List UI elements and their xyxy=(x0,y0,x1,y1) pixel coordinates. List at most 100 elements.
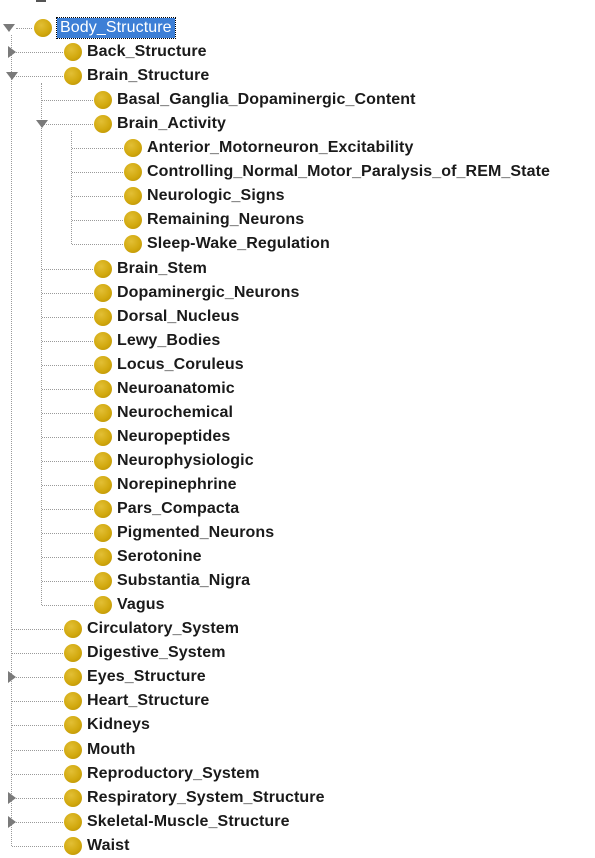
tree-node-label[interactable]: Lewy_Bodies xyxy=(117,331,221,349)
triangle-down-icon[interactable] xyxy=(35,117,49,131)
class-circle-icon xyxy=(64,620,82,639)
tree-node-label[interactable]: Anterior_Motorneuron_Excitability xyxy=(147,139,414,157)
tree-connector-branch xyxy=(72,172,123,174)
tree-node-label[interactable]: Neurophysiologic xyxy=(117,451,254,469)
triangle-down-icon[interactable] xyxy=(2,21,16,35)
tree-node-label[interactable]: Neuropeptides xyxy=(117,427,231,445)
tree-row-respiratory-system-structure[interactable]: Respiratory_System_Structure xyxy=(0,786,595,810)
tree-node-label[interactable]: Basal_Ganglia_Dopaminergic_Content xyxy=(117,91,416,109)
class-circle-icon xyxy=(64,67,82,86)
tree-node-label[interactable]: Digestive_System xyxy=(87,644,226,662)
class-circle-icon xyxy=(94,379,112,398)
tree-connector-branch xyxy=(42,436,93,438)
tree-row-reproductory-system[interactable]: Reproductory_System xyxy=(0,762,595,786)
tree-connector-branch xyxy=(42,388,93,390)
tree-node-label[interactable]: Brain_Activity xyxy=(117,115,226,133)
tree-node-label[interactable]: Brain_Structure xyxy=(87,67,210,85)
tree-row-basal-ganglia-dopaminergic-content[interactable]: Basal_Ganglia_Dopaminergic_Content xyxy=(0,88,595,112)
tree-node-label[interactable]: Circulatory_System xyxy=(87,620,240,638)
tree-row-anterior-motorneuron-excitability[interactable]: Anterior_Motorneuron_Excitability xyxy=(0,136,595,160)
tree-node-label[interactable]: Kidneys xyxy=(87,716,150,734)
tree-row-eyes-structure[interactable]: Eyes_Structure xyxy=(0,665,595,689)
tree-row-norepinephrine[interactable]: Norepinephrine xyxy=(0,473,595,497)
class-circle-icon xyxy=(94,307,112,326)
triangle-right-icon[interactable] xyxy=(5,791,19,805)
tree-connector-branch xyxy=(12,677,63,679)
triangle-right-icon[interactable] xyxy=(5,670,19,684)
tree-node-label[interactable]: Neuroanatomic xyxy=(117,379,235,397)
tree-row-lewy-bodies[interactable]: Lewy_Bodies xyxy=(0,329,595,353)
tree-node-label[interactable]: Eyes_Structure xyxy=(87,668,206,686)
tree-node-label[interactable]: Respiratory_System_Structure xyxy=(87,788,325,806)
tree-row-dorsal-nucleus[interactable]: Dorsal_Nucleus xyxy=(0,305,595,329)
tree-row-dopaminergic-neurons[interactable]: Dopaminergic_Neurons xyxy=(0,281,595,305)
tree-node-label[interactable]: Controlling_Normal_Motor_Paralysis_of_RE… xyxy=(147,163,551,181)
class-circle-icon xyxy=(64,43,82,62)
tree-row-neurologic-signs[interactable]: Neurologic_Signs xyxy=(0,184,595,208)
tree-node-label[interactable]: Locus_Coruleus xyxy=(117,355,244,373)
triangle-right-icon[interactable] xyxy=(5,45,19,59)
tree-row-pars-compacta[interactable]: Pars_Compacta xyxy=(0,497,595,521)
tree-row-neuroanatomic[interactable]: Neuroanatomic xyxy=(0,377,595,401)
tree-node-label[interactable]: Waist xyxy=(87,836,130,854)
tree-node-label[interactable]: Heart_Structure xyxy=(87,692,210,710)
class-circle-icon xyxy=(124,163,142,182)
tree-node-label[interactable]: Dopaminergic_Neurons xyxy=(117,283,300,301)
tree-node-label[interactable]: Serotonine xyxy=(117,548,202,566)
tree-row-sleep-wake-regulation[interactable]: Sleep-Wake_Regulation xyxy=(0,232,595,256)
tree-node-label[interactable]: Pigmented_Neurons xyxy=(117,524,275,542)
tree-row-serotonine[interactable]: Serotonine xyxy=(0,545,595,569)
tree-connector-branch xyxy=(72,196,123,198)
tree-row-mouth[interactable]: Mouth xyxy=(0,738,595,762)
tree-node-label[interactable]: Skeletal-Muscle_Structure xyxy=(87,812,290,830)
tree-connector-line xyxy=(11,35,12,846)
tree-node-label[interactable]: Reproductory_System xyxy=(87,764,260,782)
tree-row-skeletal-muscle-structure[interactable]: Skeletal-Muscle_Structure xyxy=(0,810,595,834)
tree-node-label[interactable]: Substantia_Nigra xyxy=(117,572,251,590)
tree-node-label[interactable]: Body_Structure xyxy=(56,17,176,39)
tree-node-label[interactable]: Pars_Compacta xyxy=(117,500,240,517)
tree-connector-branch xyxy=(42,557,93,559)
tree-node-label[interactable]: Back_Structure xyxy=(87,43,207,61)
class-circle-icon xyxy=(64,644,82,663)
tree-row-controlling-normal-motor-paralysis-of-rem-state[interactable]: Controlling_Normal_Motor_Paralysis_of_RE… xyxy=(0,160,595,184)
tree-row-circulatory-system[interactable]: Circulatory_System xyxy=(0,617,595,641)
tree-row-digestive-system[interactable]: Digestive_System xyxy=(0,641,595,665)
tree-row-neurophysiologic[interactable]: Neurophysiologic xyxy=(0,449,595,473)
tree-node-label[interactable]: Sleep-Wake_Regulation xyxy=(147,235,330,253)
tree-connector-branch xyxy=(42,364,93,366)
tree-node-label[interactable]: Mouth xyxy=(87,740,136,758)
tree-node-label[interactable]: Dorsal_Nucleus xyxy=(117,307,240,325)
tree-row-pigmented-neurons[interactable]: Pigmented_Neurons xyxy=(0,521,595,545)
tree-connector-line xyxy=(41,83,42,606)
class-circle-icon xyxy=(64,740,82,759)
tree-row-heart-structure[interactable]: Heart_Structure xyxy=(0,689,595,713)
tree-row-locus-coruleus[interactable]: Locus_Coruleus xyxy=(0,353,595,377)
tree-row-remaining-neurons[interactable]: Remaining_Neurons xyxy=(0,208,595,232)
tree-row-substantia-nigra[interactable]: Substantia_Nigra xyxy=(0,569,595,593)
triangle-right-icon[interactable] xyxy=(5,815,19,829)
tree-row-neurochemical[interactable]: Neurochemical xyxy=(0,401,595,425)
triangle-down-icon[interactable] xyxy=(5,69,19,83)
tree-row-body-structure[interactable]: Body_Structure xyxy=(0,16,595,40)
tree-node-label[interactable]: Neurologic_Signs xyxy=(147,187,285,205)
tree-connector-branch xyxy=(42,460,93,462)
tree-row-kidneys[interactable]: Kidneys xyxy=(0,713,595,737)
tree-node-label[interactable]: Neurochemical xyxy=(117,403,234,421)
tree-node-label[interactable]: Remaining_Neurons xyxy=(147,211,305,229)
tree-node-label[interactable]: Brain_Stem xyxy=(117,259,207,277)
tree-connector-branch xyxy=(72,148,123,150)
tree-row-back-structure[interactable]: Back_Structure xyxy=(0,40,595,64)
tree-connector-branch xyxy=(16,28,32,29)
tree-node-label[interactable]: Vagus xyxy=(117,596,165,614)
tree-row-brain-structure[interactable]: Brain_Structure xyxy=(0,64,595,88)
tree-node-label[interactable]: Norepinephrine xyxy=(117,475,237,493)
tree-row-vagus[interactable]: Vagus xyxy=(0,593,595,617)
tree-row-brain-activity[interactable]: Brain_Activity xyxy=(0,112,595,136)
class-circle-icon xyxy=(94,451,112,470)
tree-row-waist[interactable]: Waist xyxy=(0,834,595,858)
tree-row-neuropeptides[interactable]: Neuropeptides xyxy=(0,425,595,449)
tree-row-brain-stem[interactable]: Brain_Stem xyxy=(0,257,595,281)
top-edge-fragment xyxy=(36,0,46,4)
tree-connector-branch xyxy=(12,76,63,78)
